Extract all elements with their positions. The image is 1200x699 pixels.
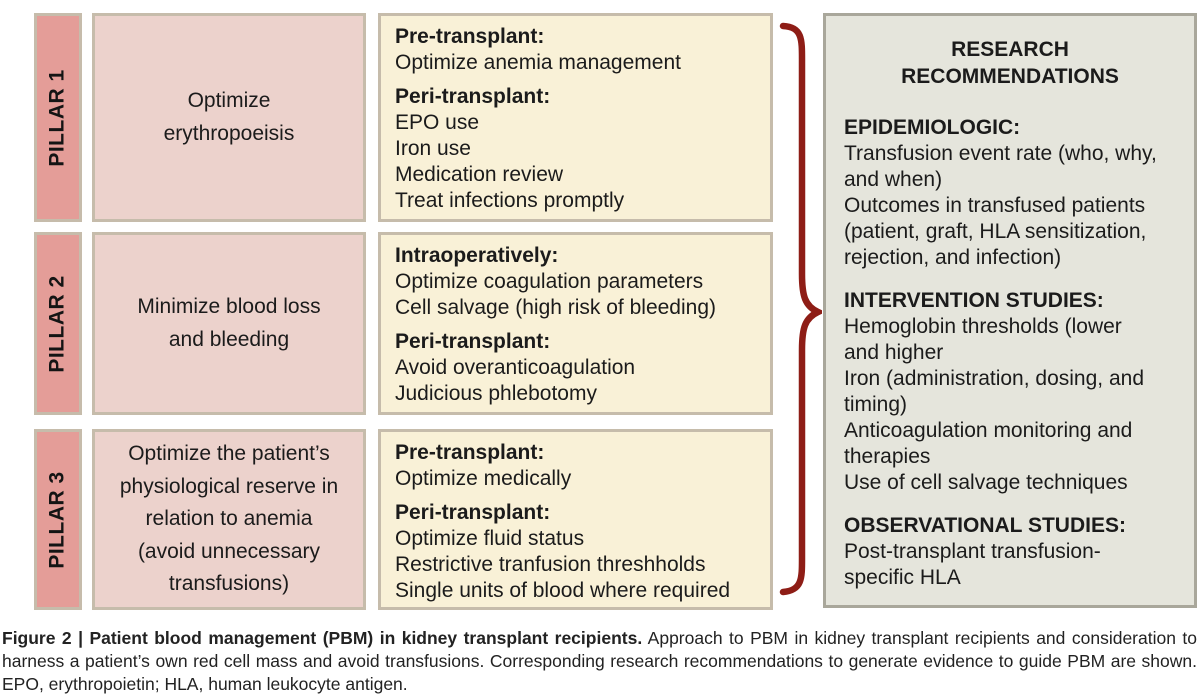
research-section-observational: OBSERVATIONAL STUDIES: Post-transplant t…: [844, 513, 1176, 591]
curly-brace-path: [779, 22, 822, 596]
research-title: RESEARCH RECOMMENDATIONS: [901, 38, 1119, 88]
research-item: Iron (administration, dosing, and timing…: [844, 367, 1144, 416]
detail-item: Single units of blood where required: [395, 579, 731, 602]
detail-item: Judicious phlebotomy: [395, 382, 597, 405]
research-section-heading: EPIDEMIOLOGIC:: [844, 116, 1021, 139]
detail-heading: Pre-transplant:: [395, 25, 545, 48]
detail-item: EPO use: [395, 111, 480, 134]
detail-heading: Peri-transplant:: [395, 85, 551, 108]
pillar-1-detail-box: Pre-transplant: Optimize anemia manageme…: [378, 13, 773, 222]
research-item: Transfusion event rate (who, why, and wh…: [844, 142, 1157, 191]
detail-heading: Pre-transplant:: [395, 441, 545, 464]
curly-brace-icon: [779, 22, 822, 596]
pillar-1-label: PILLAR 1: [46, 68, 69, 167]
pillar-2-label: PILLAR 2: [46, 274, 69, 373]
research-section-heading: OBSERVATIONAL STUDIES:: [844, 514, 1126, 537]
figure-caption-body: Approach to PBM in kidney transplant rec…: [2, 628, 1197, 694]
research-section-epidemiologic: EPIDEMIOLOGIC: Transfusion event rate (w…: [844, 115, 1176, 271]
detail-item: Optimize anemia management: [395, 51, 681, 74]
detail-item: Optimize medically: [395, 467, 572, 490]
detail-item: Treat infections promptly: [395, 189, 625, 212]
detail-item: Optimize fluid status: [395, 527, 585, 550]
pillar-3-summary-text: Optimize the patient’s physiological res…: [119, 442, 339, 596]
pillar-3-label-strip: PILLAR 3: [34, 429, 82, 610]
detail-item: Restrictive tranfusion threshholds: [395, 553, 706, 576]
pillar-3-detail-group-pre: Pre-transplant: Optimize medically: [395, 440, 756, 492]
detail-item: Avoid overanticoagulation: [395, 356, 636, 379]
pillar-3-detail-group-peri: Peri-transplant: Optimize fluid status R…: [395, 500, 756, 604]
pillar-2-detail-box: Intraoperatively: Optimize coagulation p…: [378, 232, 773, 415]
detail-item: Optimize coagulation parameters: [395, 270, 704, 293]
detail-item: Medication review: [395, 163, 564, 186]
pillar-1-summary-box: Optimize erythropoeisis: [92, 13, 366, 222]
detail-heading: Peri-transplant:: [395, 330, 551, 353]
pillar-3-label: PILLAR 3: [46, 470, 69, 569]
research-recommendations-box: RESEARCH RECOMMENDATIONS EPIDEMIOLOGIC: …: [823, 13, 1197, 608]
research-item: Outcomes in transfused patients (patient…: [844, 194, 1147, 269]
pillar-2-summary-box: Minimize blood loss and bleeding: [92, 232, 366, 415]
pillar-2-summary-text: Minimize blood loss and bleeding: [137, 294, 321, 351]
research-section-heading: INTERVENTION STUDIES:: [844, 289, 1104, 312]
pillar-1-detail-group-pre: Pre-transplant: Optimize anemia manageme…: [395, 24, 756, 76]
pillar-3-detail-box: Pre-transplant: Optimize medically Peri-…: [378, 429, 773, 610]
research-item: Post-transplant transfusion- specific HL…: [844, 540, 1101, 589]
research-item: Hemoglobin thresholds (lower and higher: [844, 315, 1122, 364]
pillar-2-detail-group-intraop: Intraoperatively: Optimize coagulation p…: [395, 243, 756, 321]
detail-heading: Peri-transplant:: [395, 501, 551, 524]
pillar-1-label-strip: PILLAR 1: [34, 13, 82, 222]
pillar-1-summary-text: Optimize erythropoeisis: [163, 88, 295, 145]
pillar-3-summary-box: Optimize the patient’s physiological res…: [92, 429, 366, 610]
figure-caption-title: Figure 2 | Patient blood management (PBM…: [2, 628, 643, 648]
pillar-2-label-strip: PILLAR 2: [34, 232, 82, 415]
research-item: Anticoagulation monitoring and therapies: [844, 419, 1133, 468]
pillar-2-detail-group-peri: Peri-transplant: Avoid overanticoagulati…: [395, 329, 756, 407]
detail-item: Cell salvage (high risk of bleeding): [395, 296, 716, 319]
detail-heading: Intraoperatively:: [395, 244, 559, 267]
figure-caption: Figure 2 | Patient blood management (PBM…: [2, 627, 1197, 696]
research-section-intervention: INTERVENTION STUDIES: Hemoglobin thresho…: [844, 288, 1176, 496]
detail-item: Iron use: [395, 137, 471, 160]
research-item: Use of cell salvage techniques: [844, 471, 1128, 494]
pillar-1-detail-group-peri: Peri-transplant: EPO use Iron use Medica…: [395, 84, 756, 214]
